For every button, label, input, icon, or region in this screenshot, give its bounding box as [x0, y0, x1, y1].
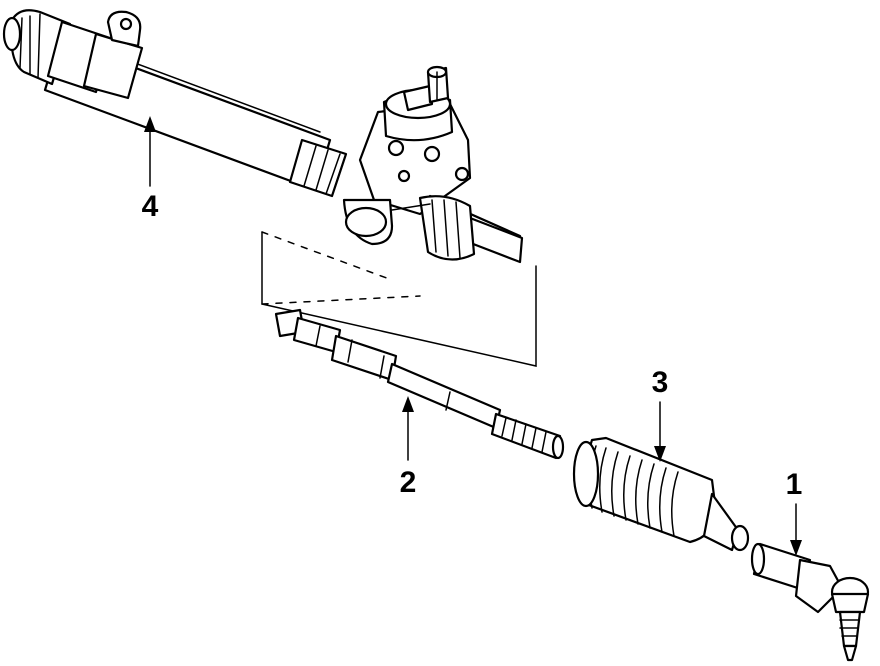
callout-3: 3: [652, 366, 669, 462]
callout-1: 1: [786, 468, 803, 556]
bellows-boot: [572, 436, 750, 552]
callout-label-4: 4: [142, 190, 159, 223]
callout-label-2: 2: [400, 466, 417, 499]
assembly-outline-box: [261, 231, 537, 367]
callout-label-3: 3: [652, 366, 669, 399]
callout-2: 2: [400, 396, 417, 499]
rack-and-pinion-assembly: [2, 9, 524, 264]
callout-label-1: 1: [786, 468, 803, 501]
inner-tie-rod: [274, 308, 565, 460]
outer-tie-rod-end: [750, 542, 870, 662]
callout-4: 4: [142, 116, 159, 223]
